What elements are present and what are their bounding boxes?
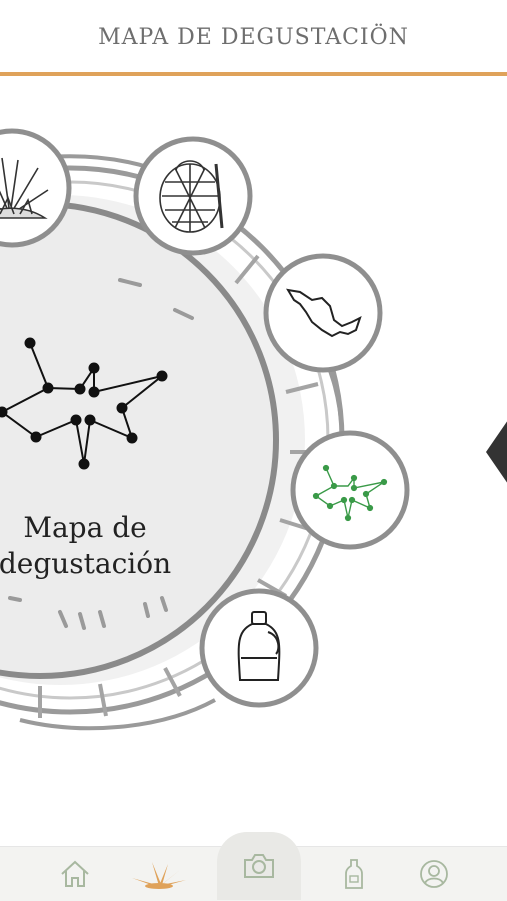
jug-icon [237,611,281,681]
side-drawer-arrow[interactable] [486,420,507,484]
profile-icon [420,860,448,888]
nav-home[interactable] [48,847,102,901]
camera-icon [244,854,274,878]
segment-bottle[interactable] [199,588,319,708]
segment-region[interactable] [263,253,383,373]
agave-icon [0,157,49,219]
segment-pina[interactable] [133,136,253,256]
nav-camera[interactable] [217,832,301,900]
tasting-wheel [0,128,410,731]
nav-agave[interactable] [128,847,190,901]
center-title: Mapa de degustación [0,510,215,582]
constellation-icon [312,464,388,522]
segment-tasting-map[interactable] [290,430,410,550]
nav-profile[interactable] [410,847,458,901]
pina-icon [159,160,224,233]
center-title-line1: Mapa de [23,511,147,544]
center-title-line2: degustación [0,547,172,580]
nav-bottle[interactable] [330,847,378,901]
bottle-icon [345,859,363,889]
disc-sketch-marks [8,278,194,630]
mexico-map-icon [286,288,362,338]
constellation-icon [0,337,168,470]
header-divider [0,72,507,76]
page-title: MAPA DE DEGUSTACIÖN [98,24,409,50]
segment-agave[interactable] [0,128,72,248]
app-header: MAPA DE DEGUSTACIÖN [0,0,507,74]
home-icon [61,860,89,887]
agave-icon [132,862,186,889]
